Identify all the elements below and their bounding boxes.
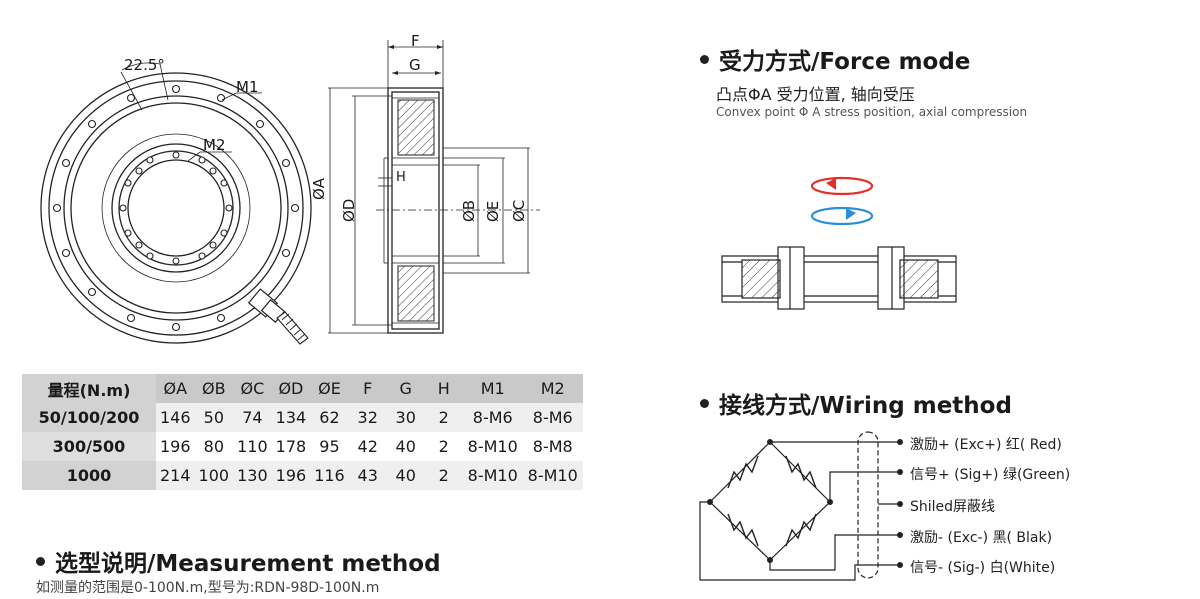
- table-cell: 146: [160, 408, 191, 427]
- header-h: H: [437, 379, 450, 398]
- table-cell: 130: [237, 466, 268, 485]
- table-cell: 116: [314, 466, 345, 485]
- spec-table: 量程(N.m) ØA ØB ØC ØD ØE F G H M1 M2 50/10…: [22, 374, 583, 490]
- m2-label: M2: [203, 136, 226, 154]
- table-cell: 8-M10: [527, 466, 578, 485]
- table-cell: 2: [438, 408, 449, 427]
- header-m1: M1: [480, 379, 505, 398]
- wire-label-exc-plus: 激励+ (Exc+) 红( Red): [910, 437, 1062, 453]
- m1-label: M1: [236, 78, 259, 96]
- table-cell: 8-M6: [532, 408, 573, 427]
- dim-e-label: ØE: [484, 200, 502, 222]
- wire-label-sig-minus: 信号- (Sig-) 白(White): [910, 560, 1056, 576]
- table-row: 300/500 196 80 110 178 95 42 40 2 8-M10 …: [22, 432, 583, 461]
- table-cell: 2: [438, 437, 449, 456]
- angle-label: 22.5°: [124, 56, 165, 74]
- table-cell: 95: [319, 437, 340, 456]
- table-cell: 32: [357, 408, 378, 427]
- table-cell: 100: [198, 466, 230, 485]
- table-header-row: 量程(N.m) ØA ØB ØC ØD ØE F G H M1 M2: [22, 374, 583, 403]
- header-c: ØC: [240, 379, 265, 398]
- table-cell: 43: [357, 466, 378, 485]
- dim-h-label: H: [396, 170, 406, 185]
- dim-c-label: ØC: [510, 199, 528, 222]
- wiring-title-text: 接线方式/Wiring method: [719, 393, 1012, 419]
- table-row: 50/100/200 146 50 74 134 62 32 30 2 8-M6…: [22, 403, 583, 432]
- header-d: ØD: [278, 379, 304, 398]
- rotation-arrow-blue-icon: [810, 206, 874, 226]
- bullet-icon: [700, 399, 709, 408]
- cable-connector: [247, 288, 309, 345]
- force-mode-cn: 凸点ΦA 受力位置, 轴向受压: [716, 85, 915, 104]
- table-cell: 40: [395, 466, 416, 485]
- table-cell: 80: [203, 437, 224, 456]
- rotation-arrow-red-icon: [810, 176, 874, 196]
- table-cell: 214: [160, 466, 191, 485]
- table-cell: 8-M10: [467, 466, 518, 485]
- dim-g-label: G: [409, 56, 421, 74]
- dim-d-label: ØD: [340, 198, 358, 222]
- table-cell: 196: [160, 437, 191, 456]
- bullet-icon: [700, 55, 709, 64]
- table-cell: 178: [275, 437, 307, 456]
- force-mode-en: Convex point Φ A stress position, axial …: [716, 105, 1028, 119]
- header-a: ØA: [163, 379, 188, 398]
- dim-a-label: ØA: [310, 177, 328, 200]
- force-section-profile: [721, 246, 957, 310]
- table-cell: 196: [275, 466, 307, 485]
- measurement-text: 如测量的范围是0-100N.m,型号为:RDN-98D-100N.m: [36, 580, 380, 596]
- table-cell: 110: [237, 437, 268, 456]
- header-g: G: [399, 379, 412, 398]
- table-cell: 74: [242, 408, 263, 427]
- wire-label-exc-minus: 激励- (Exc-) 黑( Blak): [910, 530, 1053, 546]
- dim-b-label: ØB: [460, 199, 478, 222]
- wiring-title: 接线方式/Wiring method: [700, 386, 1012, 420]
- table-cell: 8-M10: [467, 437, 518, 456]
- table-cell: 50/100/200: [22, 403, 156, 432]
- measurement-title-text: 选型说明/Measurement method: [55, 551, 441, 577]
- table-cell: 1000: [22, 461, 156, 490]
- table-row: 1000 214 100 130 196 116 43 40 2 8-M10 8…: [22, 461, 583, 490]
- table-cell: 40: [395, 437, 416, 456]
- measurement-title: 选型说明/Measurement method: [36, 544, 441, 578]
- header-m2: M2: [540, 379, 565, 398]
- side-section-view: [328, 40, 540, 334]
- force-mode-title: 受力方式/Force mode: [700, 42, 970, 76]
- header-e: ØE: [318, 379, 341, 398]
- table-cell: 8-M8: [532, 437, 573, 456]
- table-cell: 134: [275, 408, 307, 427]
- table-cell: 300/500: [22, 432, 156, 461]
- table-cell: 50: [203, 408, 224, 427]
- table-cell: 30: [395, 408, 416, 427]
- dim-f-label: F: [411, 32, 420, 50]
- bullet-icon: [36, 557, 45, 566]
- header-b: ØB: [202, 379, 226, 398]
- wire-label-shield: Shiled屏蔽线: [910, 499, 996, 515]
- table-cell: 42: [357, 437, 378, 456]
- header-range: 量程(N.m): [22, 374, 156, 403]
- header-f: F: [363, 379, 373, 398]
- table-cell: 62: [319, 408, 340, 427]
- table-cell: 8-M6: [472, 408, 513, 427]
- force-mode-title-text: 受力方式/Force mode: [719, 49, 971, 75]
- technical-drawing: [40, 40, 540, 345]
- wire-label-sig-plus: 信号+ (Sig+) 绿(Green): [910, 467, 1071, 483]
- front-view: [40, 62, 312, 345]
- table-cell: 2: [438, 466, 449, 485]
